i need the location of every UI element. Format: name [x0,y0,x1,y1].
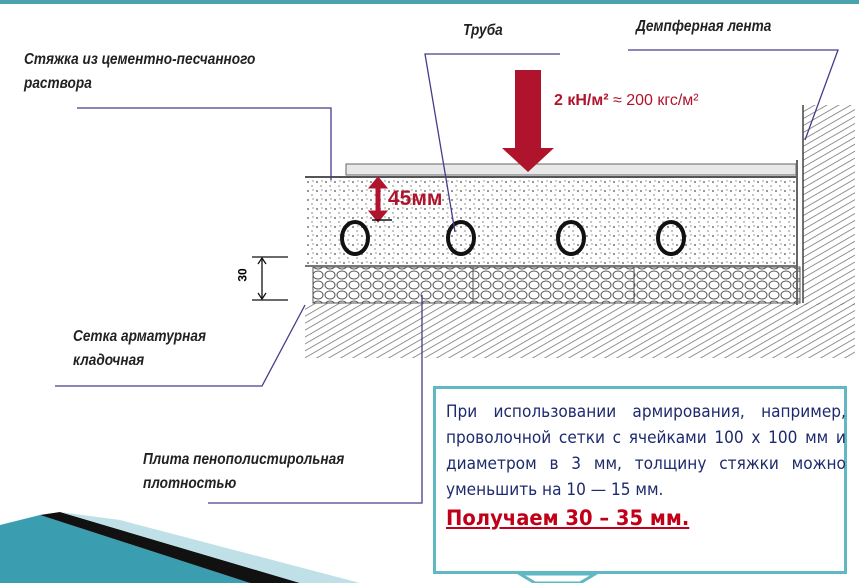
label-insulation-line2: плотностью [143,475,237,492]
label-screed-line2: раствора [24,75,92,92]
load-value: 2 кН/м² [554,92,609,109]
label-pipe: Труба [463,22,503,39]
label-mesh-line2: кладочная [73,352,145,369]
callout-box: При использовании армирования, например,… [433,386,847,574]
thickness-arrow [367,176,389,223]
label-mesh-line1: Сетка арматурная [73,328,207,345]
load-arrow [502,70,554,172]
screed-layer [305,178,795,266]
leader-lines [55,49,839,504]
dimension-30 [252,256,288,301]
thickness-label: 45мм [388,187,443,210]
label-damper-tape: Демпферная лента [636,18,772,35]
label-mesh: Сетка арматурная кладочная [73,325,206,373]
callout-pointer [514,572,601,583]
label-insulation-line1: Плита пенополистирольная [143,451,345,468]
callout-result: Получаем 30 – 35 мм. [446,506,690,530]
callout-text: При использовании армирования, например,… [446,399,846,531]
decorative-swoosh [0,512,360,583]
heating-pipes [340,220,686,256]
floor-tiles [345,163,797,176]
insulation-layer [312,266,801,304]
load-equivalent: ≈ 200 кгс/м² [608,92,699,109]
label-screed: Стяжка из цементно-песчанного раствора [24,48,255,96]
callout-body: При использовании армирования, например,… [446,402,846,499]
top-accent-bar [0,0,859,4]
load-label: 2 кН/м² ≈ 200 кгс/м² [554,92,699,110]
ground-hatch [305,303,855,358]
wall-hatch [803,105,855,305]
label-screed-line1: Стяжка из цементно-песчанного [24,51,256,68]
label-insulation: Плита пенополистирольная плотностью [143,448,344,496]
dimension-label: 30 [235,268,250,282]
